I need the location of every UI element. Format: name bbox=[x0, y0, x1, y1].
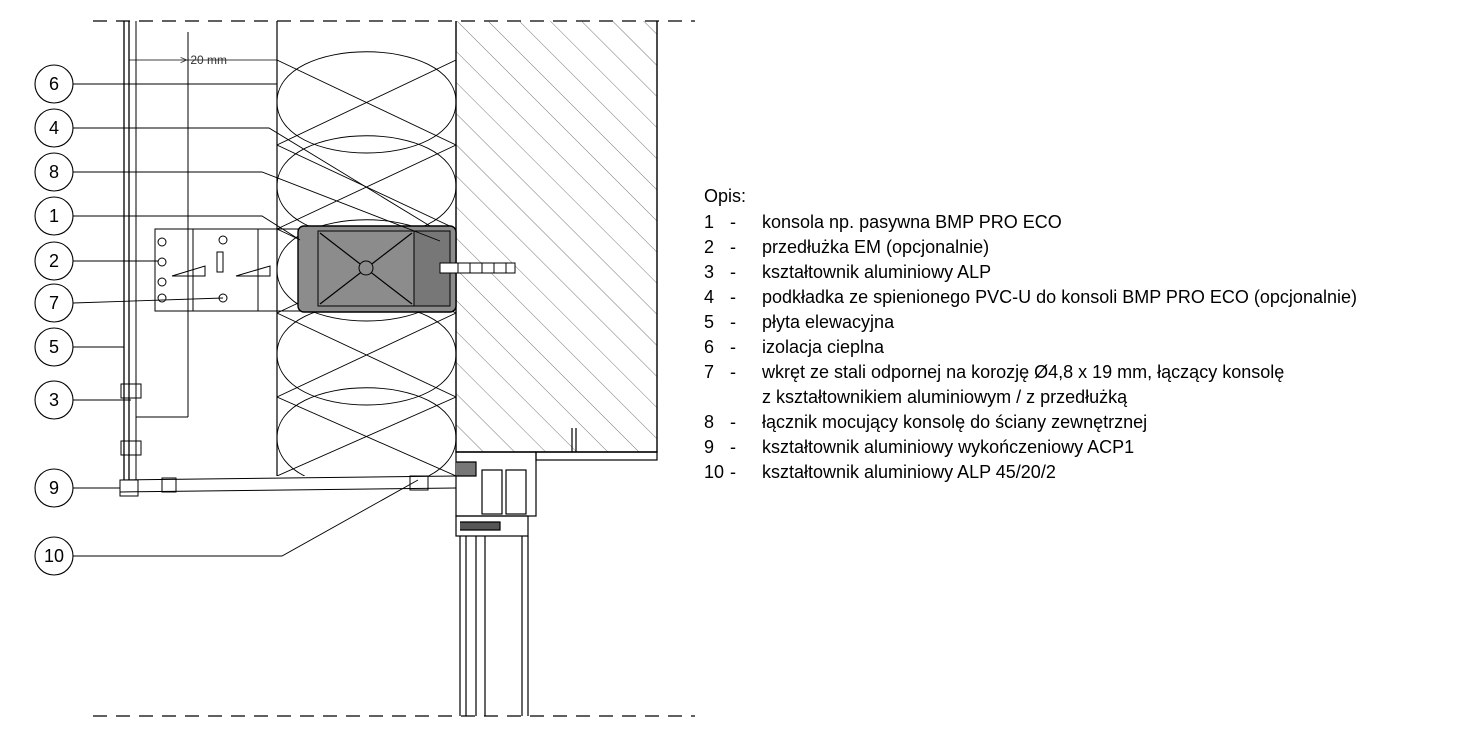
legend-item-separator: - bbox=[730, 412, 736, 432]
legend-item-separator bbox=[730, 385, 762, 410]
legend-item: 8- łącznik mocujący konsolę do ściany zew… bbox=[704, 410, 1464, 435]
dimension-label: > 20 mm bbox=[180, 53, 227, 67]
callout-2: 2 bbox=[34, 241, 74, 281]
bracket-bmp-pro-eco bbox=[297, 225, 457, 313]
legend-item-number: 7 bbox=[704, 362, 715, 382]
legend-item-number: 6 bbox=[704, 337, 715, 357]
section-drawing: > 20 mm bbox=[34, 20, 695, 717]
callout-7: 7 bbox=[34, 283, 74, 323]
legend-item-text: izolacja cieplna bbox=[762, 337, 885, 357]
legend-item-separator: - bbox=[730, 212, 736, 232]
legend-item-separator: - bbox=[730, 462, 736, 482]
legend-title: Opis: bbox=[704, 186, 747, 206]
facade-panel bbox=[120, 21, 189, 480]
legend-item-separator: - bbox=[730, 337, 736, 357]
callout-1: 1 bbox=[34, 196, 74, 236]
legend-item-separator: - bbox=[730, 237, 736, 257]
svg-text:8: 8 bbox=[49, 162, 59, 182]
window-frame bbox=[455, 428, 658, 716]
svg-text:7: 7 bbox=[49, 293, 59, 313]
legend-item-separator: - bbox=[730, 437, 736, 457]
legend-item: 5- płyta elewacyjna bbox=[704, 310, 1464, 335]
legend-item: z kształtownikiem aluminiowym / z przedł… bbox=[704, 385, 1464, 410]
callout-9: 9 bbox=[34, 468, 74, 508]
legend-item-separator: - bbox=[730, 262, 736, 282]
callout-3: 3 bbox=[34, 380, 74, 420]
legend-item-text: kształtownik aluminiowy ALP bbox=[762, 262, 992, 282]
legend-item: 4- podkładka ze spienionego PVC-U do kons… bbox=[704, 285, 1464, 310]
legend-item-number: 9 bbox=[704, 437, 715, 457]
callout-6: 6 bbox=[34, 64, 74, 104]
legend-item-number: 3 bbox=[704, 262, 715, 282]
svg-text:9: 9 bbox=[49, 478, 59, 498]
dimension-20mm: > 20 mm bbox=[129, 45, 278, 86]
legend-item-number: 2 bbox=[704, 237, 715, 257]
concrete-wall bbox=[455, 21, 658, 453]
legend-item-text: łącznik mocujący konsolę do ściany zewnę… bbox=[762, 412, 1148, 432]
legend-item-text: z kształtownikiem aluminiowym / z przedł… bbox=[762, 387, 1128, 407]
svg-text:3: 3 bbox=[49, 390, 59, 410]
svg-text:1: 1 bbox=[49, 206, 59, 226]
legend-item: 7- wkręt ze stali odpornej na korozję Ø4,… bbox=[704, 360, 1464, 385]
legend-item: 6- izolacja cieplna bbox=[704, 335, 1464, 360]
legend-item-text: płyta elewacyjna bbox=[762, 312, 895, 332]
legend-item: 9- kształtownik aluminiowy wykończeniowy … bbox=[704, 435, 1464, 460]
legend-item-number: 8 bbox=[704, 412, 715, 432]
legend-item: 3- kształtownik aluminiowy ALP bbox=[704, 260, 1464, 285]
extension-plate bbox=[154, 228, 301, 312]
svg-text:5: 5 bbox=[49, 337, 59, 357]
svg-text:6: 6 bbox=[49, 74, 59, 94]
legend-item-number: 5 bbox=[704, 312, 715, 332]
legend-item-text: kształtownik aluminiowy wykończeniowy AC… bbox=[762, 437, 1135, 457]
svg-text:2: 2 bbox=[49, 251, 59, 271]
legend-item-separator: - bbox=[730, 312, 736, 332]
legend-item-number bbox=[704, 385, 730, 410]
legend-item-number: 4 bbox=[704, 287, 715, 307]
legend-item-text: wkręt ze stali odpornej na korozję Ø4,8 … bbox=[762, 362, 1285, 382]
svg-text:4: 4 bbox=[49, 118, 59, 138]
callout-5: 5 bbox=[34, 327, 74, 367]
callout-4: 4 bbox=[34, 108, 74, 148]
callout-8: 8 bbox=[34, 152, 74, 192]
legend-item-text: podkładka ze spienionego PVC-U do konsol… bbox=[762, 287, 1357, 307]
legend-item-text: przedłużka EM (opcjonalnie) bbox=[762, 237, 990, 257]
svg-text:10: 10 bbox=[44, 546, 64, 566]
legend-item-number: 1 bbox=[704, 212, 715, 232]
legend-item: 2- przedłużka EM (opcjonalnie) bbox=[704, 235, 1464, 260]
finishing-profile bbox=[119, 475, 457, 497]
legend-item-number: 10 bbox=[704, 462, 725, 482]
legend-item: 1- konsola np. pasywna BMP PRO ECO bbox=[704, 210, 1464, 235]
legend-item-text: kształtownik aluminiowy ALP 45/20/2 bbox=[762, 462, 1056, 482]
legend-item-text: konsola np. pasywna BMP PRO ECO bbox=[762, 212, 1062, 232]
legend-item-separator: - bbox=[730, 287, 736, 307]
leader-lines bbox=[72, 83, 441, 557]
wall-anchor bbox=[439, 262, 516, 274]
legend-item-separator: - bbox=[730, 362, 736, 382]
legend-item: 10- kształtownik aluminiowy ALP 45/20/2 bbox=[704, 460, 1464, 485]
callout-10: 10 bbox=[34, 536, 74, 576]
